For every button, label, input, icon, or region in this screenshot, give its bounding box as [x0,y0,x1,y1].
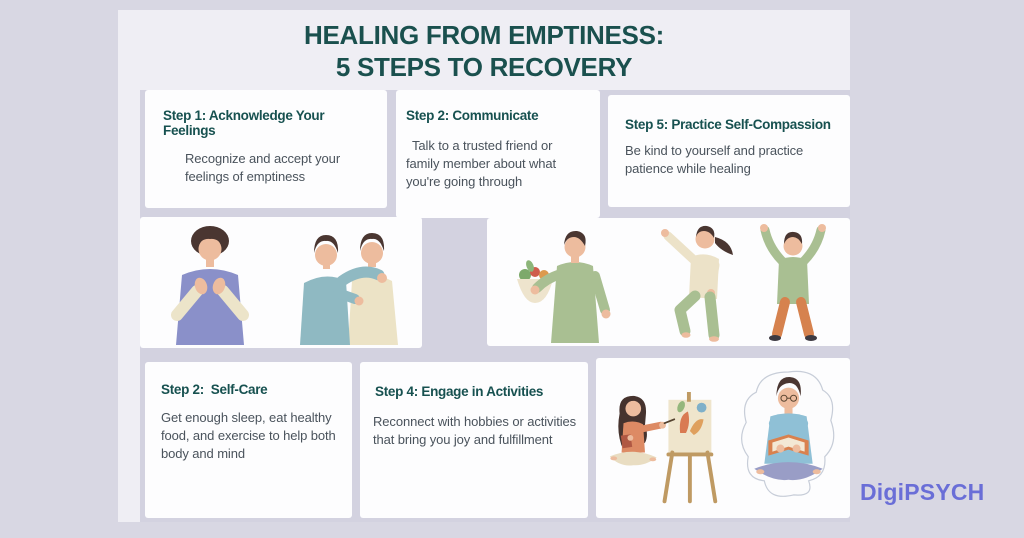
page-title-line2: 5 STEPS TO RECOVERY [335,51,633,82]
illustration-panel-selfcare [487,218,850,346]
page-title-line1: HEALING FROM EMPTINESS: [304,20,664,50]
illustration-panel-activities [596,358,850,518]
step5-heading: Step 5: Practice Self-Compassion [625,117,831,132]
card-mosaic: Step 1: Acknowledge Your Feelings Recogn… [140,90,850,522]
step1-card: Step 1: Acknowledge Your Feelings Recogn… [145,90,387,208]
woman-painting-at-easel-illustration [604,392,726,514]
person-reading-book-cross-legged-illustration [736,368,841,507]
brand-logo: DigiPSYCH [860,479,985,505]
two-people-comforting-illustration [292,223,407,345]
person-holding-vegetable-basket-illustration [515,230,623,343]
selfcare-heading: Step 2: Self-Care [161,382,268,397]
step5-body: Be kind to yourself and practice patienc… [625,143,804,177]
step4-body: Reconnect with hobbies or activities tha… [373,414,577,448]
person-stretching-arms-up-illustration [753,222,833,344]
person-balance-exercise-illustration [653,223,747,342]
person-hands-on-chest-illustration [162,225,258,345]
selfcare-body: Get enough sleep, eat healthy food, and … [161,410,336,462]
step1-heading: Step 1: Acknowledge Your Feelings [163,108,328,138]
step2-card: Step 2: Communicate Talk to a trusted fr… [396,90,600,218]
illustration-panel-feelings [140,217,422,348]
selfcare-card: Step 2: Self-Care Get enough sleep, eat … [145,362,352,518]
step2-body: Talk to a trusted friend or family membe… [406,138,557,190]
step4-heading: Step 4: Engage in Activities [375,384,544,399]
step4-card: Step 4: Engage in Activities Reconnect w… [360,362,588,518]
page-title: HEALING FROM EMPTINESS: 5 STEPS TO RECOV… [118,20,850,83]
step5-card: Step 5: Practice Self-Compassion Be kind… [608,95,850,207]
step2-heading: Step 2: Communicate [406,108,539,123]
step1-body: Recognize and accept your feelings of em… [185,151,341,185]
